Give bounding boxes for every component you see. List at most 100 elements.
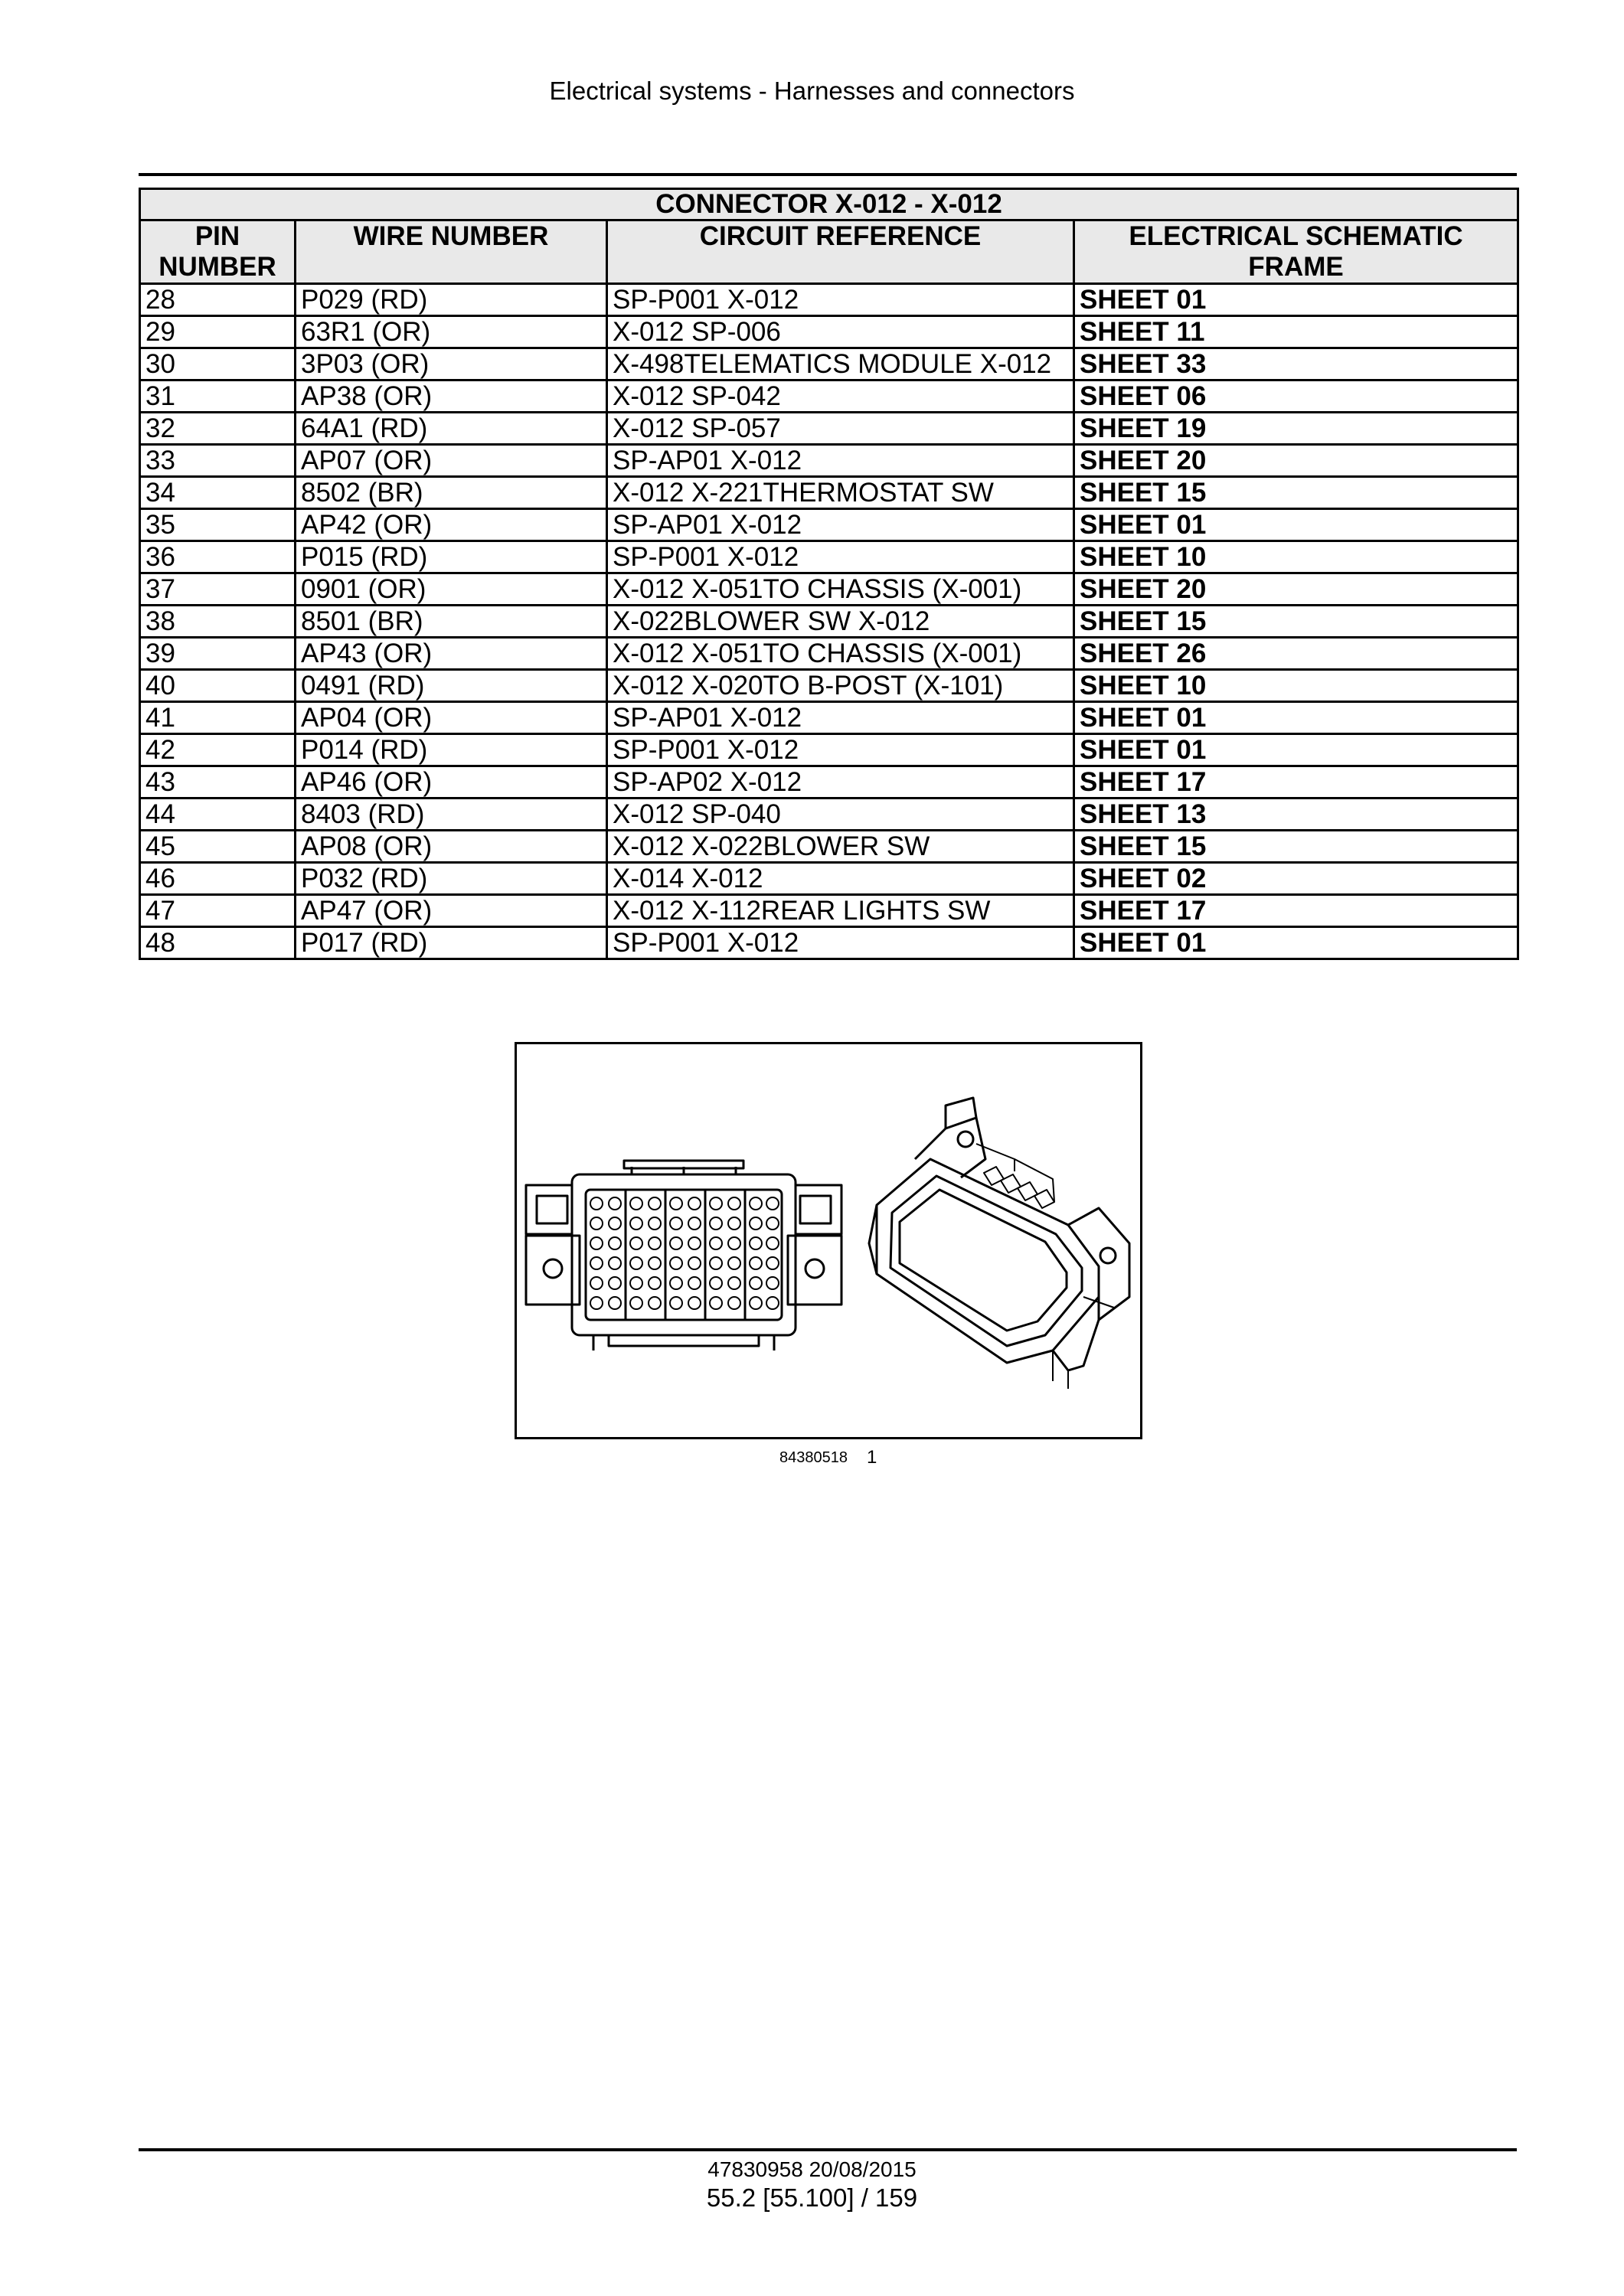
pin-number-cell: 44: [139, 797, 296, 831]
wire-number-cell: P014 (RD): [294, 733, 608, 767]
pin-cavity: [766, 1236, 779, 1250]
wire-number-cell: 0901 (OR): [294, 572, 608, 606]
pin-cavity: [727, 1236, 741, 1250]
pin-cavity: [590, 1296, 603, 1310]
schematic-frame-cell: SHEET 19: [1072, 411, 1520, 446]
pin-number-cell: 39: [139, 636, 296, 671]
pin-cavity: [688, 1296, 701, 1310]
footer-page-reference: 55.2 [55.100] / 159: [706, 2183, 918, 2212]
circuit-reference-cell: X-012 SP-042: [606, 379, 1075, 413]
schematic-frame-cell: SHEET 15: [1072, 475, 1520, 510]
pin-number-cell: 38: [139, 604, 296, 639]
pin-cavity: [688, 1276, 701, 1290]
page-header-title: Electrical systems - Harnesses and conne…: [549, 77, 1075, 105]
pin-cavity: [709, 1256, 723, 1270]
wire-number-cell: AP43 (OR): [294, 636, 608, 671]
pin-cavity: [727, 1276, 741, 1290]
pin-cavity: [688, 1236, 701, 1250]
pin-number-cell: 46: [139, 861, 296, 896]
pin-number-cell: 47: [139, 893, 296, 928]
circuit-reference-cell: SP-P001 X-012: [606, 540, 1075, 574]
circuit-reference-cell: SP-P001 X-012: [606, 733, 1075, 767]
column-header-circuit-reference: CIRCUIT REFERENCE: [606, 219, 1075, 285]
circuit-reference-cell: X-012 X-221THERMOSTAT SW: [606, 475, 1075, 510]
pin-number-cell: 33: [139, 443, 296, 478]
schematic-frame-cell: SHEET 01: [1072, 283, 1520, 317]
circuit-reference-cell: X-012 X-051TO CHASSIS (X-001): [606, 636, 1075, 671]
circuit-reference-cell: SP-AP01 X-012: [606, 508, 1075, 542]
wire-number-cell: 0491 (RD): [294, 668, 608, 703]
pin-cavity: [749, 1197, 763, 1210]
circuit-reference-cell: X-012 SP-006: [606, 315, 1075, 349]
pin-number-cell: 30: [139, 347, 296, 381]
wire-number-cell: 64A1 (RD): [294, 411, 608, 446]
circuit-reference-cell: X-012 X-022BLOWER SW: [606, 829, 1075, 864]
column-header-schematic-frame: ELECTRICAL SCHEMATIC FRAME: [1072, 219, 1520, 285]
pin-cavity: [590, 1197, 603, 1210]
schematic-frame-cell: SHEET 11: [1072, 315, 1520, 349]
pin-cavity: [749, 1236, 763, 1250]
pin-cavity: [629, 1296, 643, 1310]
pin-cavity: [709, 1197, 723, 1210]
schematic-frame-cell: SHEET 15: [1072, 829, 1520, 864]
pin-number-cell: 45: [139, 829, 296, 864]
wire-number-cell: P015 (RD): [294, 540, 608, 574]
schematic-frame-cell: SHEET 15: [1072, 604, 1520, 639]
pin-number-cell: 40: [139, 668, 296, 703]
schematic-frame-cell: SHEET 01: [1072, 926, 1520, 960]
pin-cavity: [727, 1256, 741, 1270]
pin-cavity: [766, 1217, 779, 1230]
pin-cavity: [766, 1296, 779, 1310]
pin-cavity: [590, 1256, 603, 1270]
pin-cavity: [688, 1256, 701, 1270]
pin-cavity: [709, 1217, 723, 1230]
pin-cavity: [709, 1236, 723, 1250]
pin-cavity: [590, 1236, 603, 1250]
figure-id: 84380518: [779, 1449, 848, 1466]
circuit-reference-cell: X-498TELEMATICS MODULE X-012: [606, 347, 1075, 381]
figure-number: 1: [867, 1447, 877, 1468]
schematic-frame-cell: SHEET 10: [1072, 668, 1520, 703]
column-header-wire-number: WIRE NUMBER: [294, 219, 608, 285]
pin-cavity: [766, 1276, 779, 1290]
pin-cavity: [709, 1296, 723, 1310]
circuit-reference-cell: X-012 X-020TO B-POST (X-101): [606, 668, 1075, 703]
pin-cavity: [709, 1276, 723, 1290]
pin-cavity: [608, 1296, 622, 1310]
pin-cavity: [629, 1217, 643, 1230]
pin-number-cell: 32: [139, 411, 296, 446]
pin-cavity: [727, 1197, 741, 1210]
schematic-frame-cell: SHEET 01: [1072, 733, 1520, 767]
column-header-pin-number: PIN NUMBER: [139, 219, 296, 285]
pin-cavity: [669, 1276, 683, 1290]
wire-number-cell: AP47 (OR): [294, 893, 608, 928]
pin-cavity: [629, 1197, 643, 1210]
pin-cavity: [648, 1296, 662, 1310]
schematic-frame-cell: SHEET 17: [1072, 893, 1520, 928]
pin-cavity: [669, 1197, 683, 1210]
wire-number-cell: 8501 (BR): [294, 604, 608, 639]
pin-cavity: [629, 1276, 643, 1290]
wire-number-cell: 8403 (RD): [294, 797, 608, 831]
pin-number-cell: 36: [139, 540, 296, 574]
schematic-frame-cell: SHEET 01: [1072, 508, 1520, 542]
schematic-frame-cell: SHEET 10: [1072, 540, 1520, 574]
pin-cavity: [608, 1256, 622, 1270]
schematic-frame-cell: SHEET 20: [1072, 572, 1520, 606]
pin-number-cell: 42: [139, 733, 296, 767]
footer-document-number: 47830958 20/08/2015: [707, 2157, 917, 2181]
pin-number-cell: 35: [139, 508, 296, 542]
